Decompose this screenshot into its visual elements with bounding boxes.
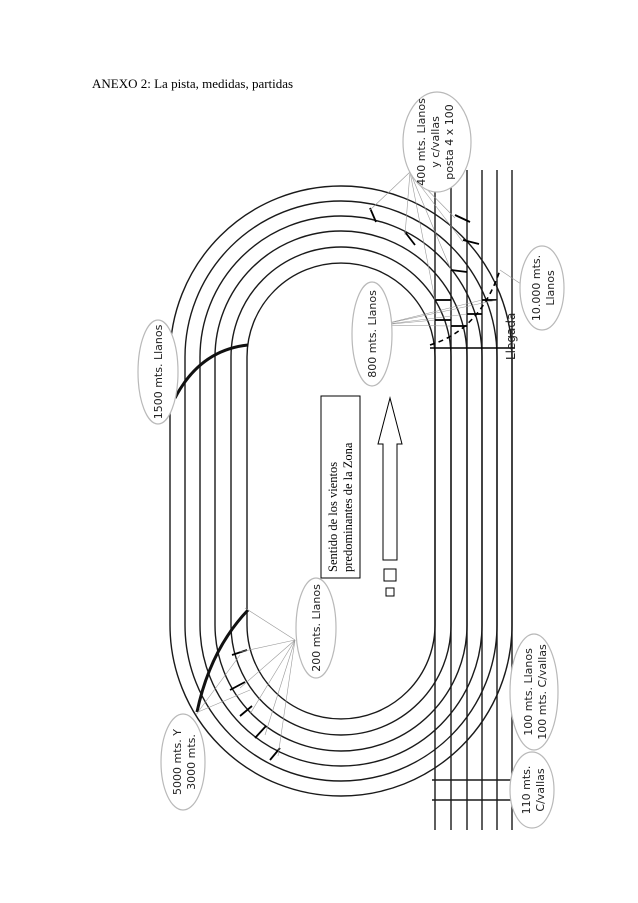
straight-extensions [432, 170, 515, 830]
label-finish: Llegada [504, 313, 518, 360]
stagger-800 [435, 299, 497, 327]
start-5000-curve [195, 608, 250, 713]
label-5000-line1: 5000 mts. Y [171, 729, 184, 795]
wind-text-line2: predominantes de la Zona [341, 442, 355, 572]
wind-box: Sentido de los vientos predominantes de … [320, 395, 361, 579]
bubble-200: 200 mts. Llanos [295, 577, 337, 679]
wind-text-line1: Sentido de los vientos [326, 462, 340, 572]
bubble-110: 110 mts. C/vallas [509, 751, 555, 829]
label-10000-line1: 10.000 mts. [530, 255, 543, 321]
label-400-line1: 400 mts. Llanos [415, 98, 428, 186]
start-1500-curve [173, 343, 249, 399]
label-100-line1: 100 mts. Llanos [522, 648, 535, 736]
wind-arrow-icon [377, 396, 403, 597]
label-200: 200 mts. Llanos [310, 584, 323, 672]
bubble-5000: 5000 mts. Y 3000 mts. [160, 713, 206, 811]
bubble-800: 800 mts. Llanos [351, 281, 393, 387]
label-110-line1: 110 mts. [520, 766, 533, 815]
stagger-400 [369, 207, 480, 301]
label-5000-line2: 3000 mts. [185, 734, 198, 790]
bubble-400: 400 mts. Llanos y c/vallas posta 4 x 100 [402, 91, 472, 193]
caption: ANEXO 2: La pista, medidas, partidas [92, 76, 294, 91]
label-400-line3: posta 4 x 100 [443, 104, 456, 180]
label-110-line2: C/vallas [534, 768, 547, 811]
bubble-10000: 10.000 mts. Llanos [519, 245, 565, 331]
label-1500: 1500 mts. Llanos [152, 324, 165, 419]
label-400-line2: y c/vallas [429, 116, 442, 168]
bubble-100: 100 mts. Llanos 100 mts. C/vallas [509, 633, 559, 751]
stagger-200 [229, 649, 281, 761]
label-800: 800 mts. Llanos [366, 290, 379, 378]
bubble-1500: 1500 mts. Llanos [137, 319, 179, 425]
start-10000-curve [429, 269, 501, 346]
label-100-line2: 100 mts. C/vallas [536, 644, 549, 740]
label-10000-line2: Llanos [544, 270, 557, 306]
